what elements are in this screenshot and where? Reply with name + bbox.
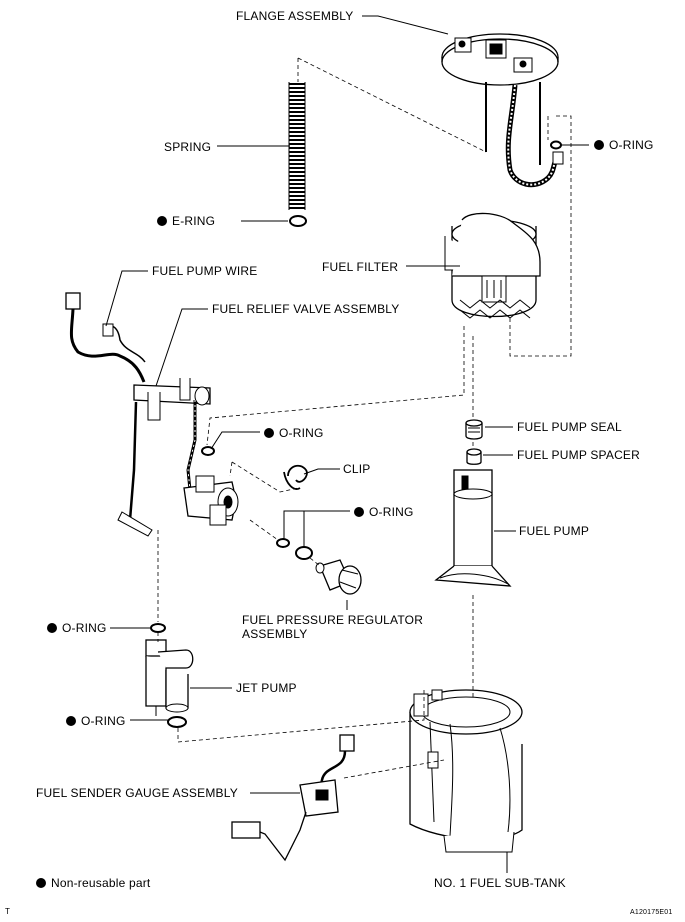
clip-drawing bbox=[283, 464, 308, 490]
label-spring: SPRING bbox=[164, 140, 212, 154]
non-reusable-dot-icon bbox=[157, 216, 167, 226]
fuel-pressure-regulator-drawing bbox=[315, 559, 362, 595]
label-fuel-pressure-regulator-line1: FUEL PRESSURE REGULATOR bbox=[242, 613, 424, 627]
fuel-pump-seal-drawing bbox=[465, 419, 483, 440]
label-jet-pump: JET PUMP bbox=[236, 681, 297, 695]
label-flange-assembly: FLANGE ASSEMBLY bbox=[236, 9, 354, 23]
label-fuel-pump-spacer: FUEL PUMP SPACER bbox=[517, 448, 641, 462]
label-o-ring-regulator-text: O-RING bbox=[369, 505, 414, 519]
label-o-ring-regulator: O-RING bbox=[354, 505, 414, 519]
label-o-ring-jet-bottom-text: O-RING bbox=[81, 714, 126, 728]
non-reusable-dot-icon bbox=[264, 428, 274, 438]
flange-assembly-drawing bbox=[441, 33, 564, 188]
fuel-pump-drawing bbox=[434, 469, 512, 587]
label-fuel-relief-valve: FUEL RELIEF VALVE ASSEMBLY bbox=[212, 302, 400, 316]
spring-drawing bbox=[288, 82, 306, 212]
label-o-ring-jet-top: O-RING bbox=[47, 621, 107, 635]
non-reusable-dot-icon bbox=[36, 878, 46, 888]
label-fuel-sender-gauge: FUEL SENDER GAUGE ASSEMBLY bbox=[36, 786, 238, 800]
non-reusable-dot-icon bbox=[47, 623, 57, 633]
fuel-relief-valve-drawing bbox=[117, 378, 239, 537]
label-e-ring-text: E-RING bbox=[172, 214, 216, 228]
legend-text: Non-reusable part bbox=[51, 876, 151, 890]
non-reusable-dot-icon bbox=[66, 716, 76, 726]
jet-pump-drawing bbox=[145, 639, 194, 716]
e-ring-drawing bbox=[289, 215, 307, 227]
fuel-pump-spacer-drawing bbox=[466, 448, 482, 465]
label-o-ring-jet-top-text: O-RING bbox=[62, 621, 107, 635]
label-fuel-pump: FUEL PUMP bbox=[519, 524, 590, 538]
footer-left-code: T bbox=[5, 907, 11, 916]
label-fuel-filter: FUEL FILTER bbox=[322, 260, 399, 274]
non-reusable-dot-icon bbox=[354, 507, 364, 517]
label-fuel-sub-tank: NO. 1 FUEL SUB-TANK bbox=[434, 876, 566, 890]
fuel-sub-tank-drawing bbox=[409, 689, 523, 853]
label-fuel-pressure-regulator: FUEL PRESSURE REGULATOR ASSEMBLY bbox=[242, 613, 423, 641]
label-e-ring: E-RING bbox=[157, 214, 215, 228]
label-o-ring-flange-text: O-RING bbox=[609, 138, 654, 152]
label-fuel-pump-wire: FUEL PUMP WIRE bbox=[152, 264, 258, 278]
footer-figure-id: A120175E01 bbox=[630, 909, 673, 916]
label-o-ring-jet-bottom: O-RING bbox=[66, 714, 126, 728]
non-reusable-dot-icon bbox=[594, 140, 604, 150]
label-o-ring-relief-text: O-RING bbox=[279, 426, 324, 440]
label-clip: CLIP bbox=[343, 462, 371, 476]
label-fuel-pressure-regulator-line2: ASSEMBLY bbox=[242, 627, 308, 641]
label-o-ring-flange: O-RING bbox=[594, 138, 654, 152]
legend: Non-reusable part bbox=[36, 876, 150, 890]
fuel-filter-drawing bbox=[444, 212, 541, 319]
fuel-sender-gauge-drawing bbox=[231, 734, 355, 862]
label-fuel-pump-seal: FUEL PUMP SEAL bbox=[517, 420, 622, 434]
fuel-pump-wire-drawing bbox=[65, 292, 146, 383]
label-o-ring-relief: O-RING bbox=[264, 426, 324, 440]
